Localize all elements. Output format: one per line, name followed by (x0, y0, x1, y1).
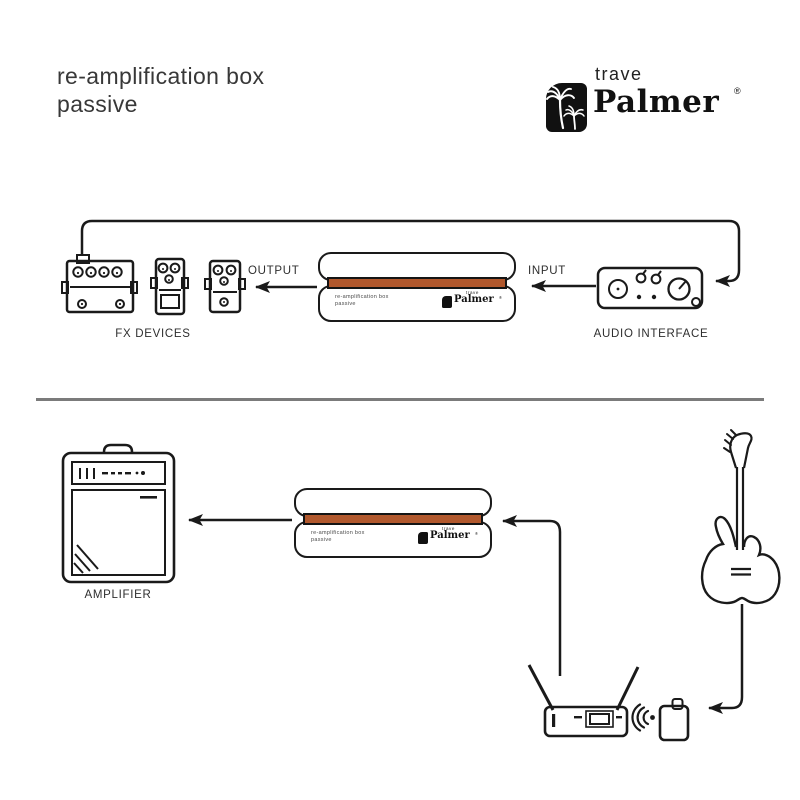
output-label: OUTPUT (248, 265, 300, 277)
brand-name: Palmer (593, 84, 720, 120)
brand-subtext: trave (442, 526, 456, 531)
wireless-receiver (527, 664, 640, 738)
brand-subtext: trave (595, 64, 643, 84)
reamp-box-brand: trave Palmer ® (442, 290, 504, 314)
reamp-box-top: re-amplification box passive trave Palme… (318, 252, 516, 322)
fx-pedal-small (204, 259, 246, 314)
fx-return-loop-arrow (80, 219, 741, 287)
reamp-box-label: re-amplification box passive (335, 294, 389, 307)
fx-devices-label: FX DEVICES (115, 328, 191, 340)
amplifier (61, 443, 176, 584)
brand-registered-mark: ® (499, 295, 502, 300)
reamp-box-label-line2: passive (335, 300, 356, 307)
section-divider (36, 398, 764, 401)
reamp-box-upper-shell (294, 488, 492, 517)
electric-guitar (700, 429, 781, 605)
input-label: INPUT (528, 265, 566, 277)
fx-pedal-large (61, 254, 138, 314)
brand-name: Palmer (454, 294, 494, 305)
brand-subtext: trave (466, 290, 480, 295)
reamp-box-brand: trave Palmer ® (418, 526, 480, 550)
palm-tree-icon (442, 296, 452, 308)
fx-pedal-middle (150, 257, 189, 316)
reamp-box-label: re-amplification box passive (311, 530, 365, 543)
reamp-box-stripe (303, 513, 483, 525)
amplifier-label: AMPLIFIER (84, 589, 152, 601)
guitar-to-transmitter-arrow (708, 604, 744, 714)
reamp-box-stripe (327, 277, 507, 289)
palmer-logo-icon (546, 83, 587, 132)
reamp-box-label-line1: re-amplification box (311, 530, 365, 536)
reamp-box-bottom: re-amplification box passive trave Palme… (294, 488, 492, 558)
reamp-box-label-line1: re-amplification box (335, 294, 389, 300)
page-title-line1: re-amplification box (57, 63, 265, 89)
audio-interface-label: AUDIO INTERFACE (593, 328, 709, 340)
brand-name: Palmer (430, 530, 470, 541)
receiver-to-reamp-arrow (502, 515, 562, 676)
page-title-line2: passive (57, 91, 138, 117)
page-title: re-amplification box passive (57, 62, 264, 118)
palm-tree-icon (546, 86, 585, 130)
palm-tree-icon (418, 532, 428, 544)
brand-registered-mark: ® (475, 531, 478, 536)
reamp-box-label-line2: passive (311, 536, 332, 543)
brand-registered-mark: ® (734, 86, 741, 96)
wireless-transmitter (658, 698, 690, 742)
audio-interface (596, 266, 704, 310)
wireless-signal-icon (631, 703, 655, 732)
